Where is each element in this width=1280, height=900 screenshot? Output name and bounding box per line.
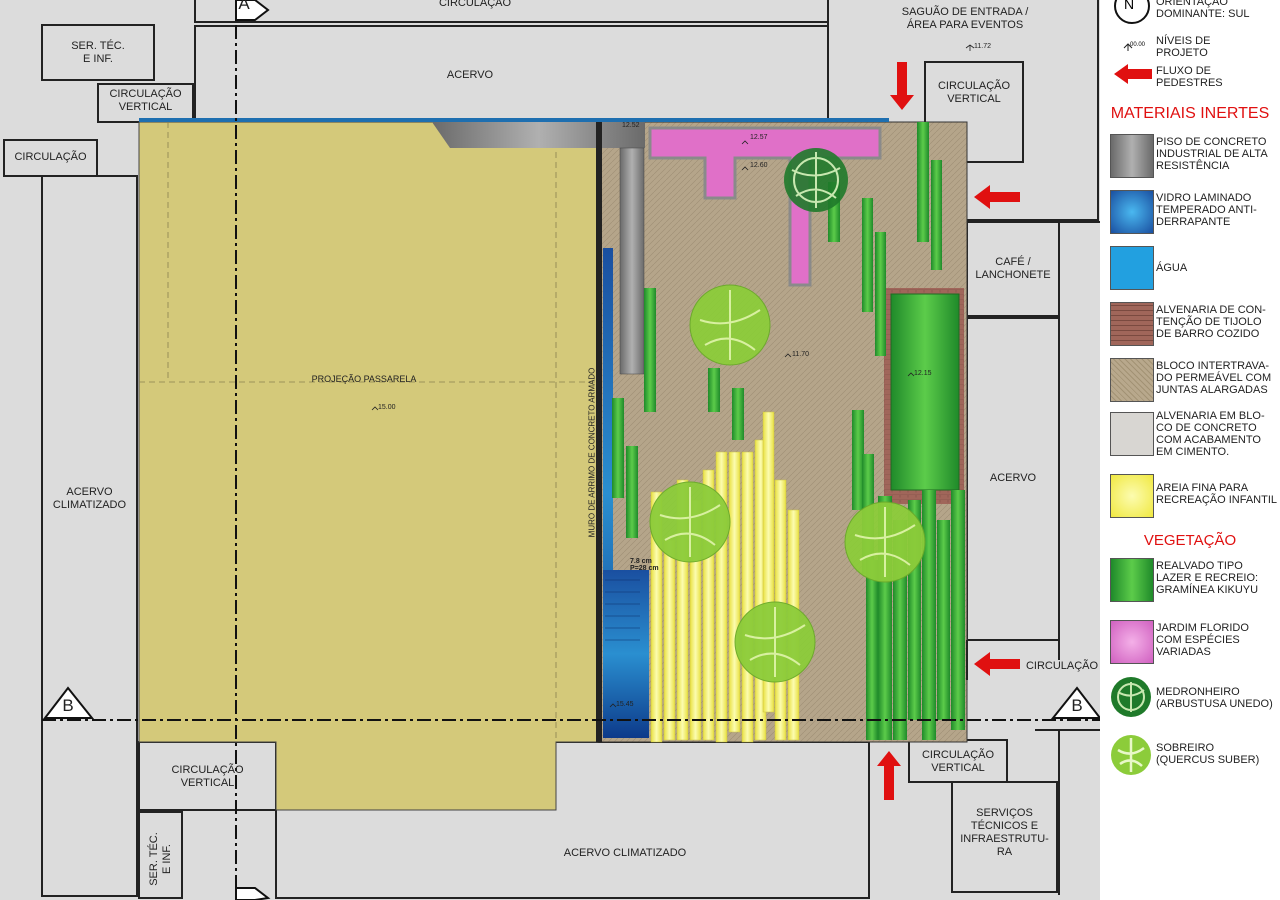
legend-materiais-title: MATERIAIS INERTES	[1110, 105, 1270, 122]
grass-bed-right	[890, 293, 960, 491]
arrow-right-lower	[974, 652, 1020, 676]
jardim-florido	[648, 126, 882, 287]
room-servicos	[951, 781, 1058, 893]
legend-fluxo: FLUXO DE PEDESTRES	[1156, 65, 1223, 89]
label-acervo-climatizado-bottom: ACERVO CLIMATIZADO	[563, 847, 687, 859]
arrow-bottom	[877, 751, 901, 800]
level-15-45: 15.45	[616, 701, 634, 708]
legend-material-label: ÁGUA	[1156, 262, 1188, 274]
legend-material-label: PISO DE CONCRETO INDUSTRIAL DE ALTA RESI…	[1156, 136, 1268, 172]
label-acervo-top: ACERVO	[446, 69, 494, 81]
label-muro: MURO DE ARRIMO DE CONCRETO ARMADO	[587, 367, 597, 538]
label-ser-tec-top: SER. TÉC. E INF.	[71, 40, 125, 65]
section-letter-b-left: B	[62, 696, 74, 715]
glass-strip-top	[139, 118, 889, 122]
medronheiro-icon	[1111, 677, 1151, 717]
north-letter: N	[1124, 0, 1135, 12]
legend-material-label: ALVENARIA EM BLO- CO DE CONCRETO COM ACA…	[1156, 410, 1265, 458]
medronheiro-tree	[784, 148, 848, 212]
legend-niveis-sample: 00.00	[1130, 42, 1146, 48]
flow-arrow-icon	[1114, 64, 1152, 84]
label-cafe: CAFÉ / LANCHONETE	[975, 256, 1051, 281]
room-cafe	[966, 221, 1060, 317]
section-letter-a: A	[238, 0, 250, 13]
room-acervo-right	[966, 317, 1060, 641]
legend-material-label: AREIA FINA PARA RECREAÇÃO INFANTIL	[1156, 482, 1278, 506]
swatch-water	[1110, 246, 1154, 290]
room-circulacao-left	[3, 139, 98, 177]
room-acervo-climatizado-left	[41, 175, 138, 897]
section-marks-b	[42, 686, 1100, 719]
label-ser-tec-bottom: SER. TÉC. E INF.	[148, 832, 173, 886]
label-circ-vertical-se: CIRCULAÇÃO VERTICAL	[921, 749, 995, 774]
swatch-grass	[1110, 558, 1154, 602]
label-circ-vertical-ne: CIRCULAÇÃO VERTICAL	[937, 80, 1011, 105]
legend-material-label: BLOCO INTERTRAVA- DO PERMEÁVEL COM JUNTA…	[1156, 360, 1272, 396]
swatch-brick	[1110, 302, 1154, 346]
legend-niveis: NÍVEIS DE PROJETO	[1156, 35, 1211, 59]
step-note: 7.8 cm P=28 cm	[630, 558, 659, 572]
legend-material-label: ALVENARIA DE CON- TENÇÃO DE TIJOLO DE BA…	[1156, 304, 1266, 340]
room-ser-tec-top	[41, 24, 155, 81]
room-ser-tec-bottom	[138, 811, 183, 899]
north-icon	[1114, 0, 1150, 24]
level-11-70: 11.70	[792, 351, 809, 358]
concrete-floor-top	[432, 122, 645, 148]
label-circulacao-right: CIRCULAÇÃO	[1025, 660, 1099, 672]
label-projecao-passarela: PROJEÇÃO PASSARELA	[311, 374, 417, 384]
legend-material-label: VIDRO LAMINADO TEMPERADO ANTI- DERRAPANT…	[1156, 192, 1257, 228]
glass-stairs	[603, 570, 649, 738]
swatch-flowers	[1110, 620, 1154, 664]
label-acervo-climatizado-left: ACERVO CLIMATIZADO	[52, 486, 127, 511]
level-12-52: 12.52	[622, 122, 640, 129]
legend-vegetation-label: SOBREIRO (QUERCUS SUBER)	[1156, 742, 1260, 766]
section-axes	[42, 0, 1100, 900]
level-12-15: 12.15	[914, 370, 932, 377]
grass-strips	[612, 122, 965, 740]
level-11-72: 11.72	[974, 43, 991, 50]
swatch-concrete	[1110, 134, 1154, 178]
swatch-glass	[1110, 190, 1154, 234]
level-12-57: 12.57	[750, 134, 768, 141]
legend-orientacao: ORIENTAÇÃO DOMINANTE: SUL	[1156, 0, 1250, 20]
room-acervo-top	[194, 25, 829, 121]
arrow-top	[890, 62, 914, 110]
legend-vegetacao-title: VEGETAÇÃO	[1143, 532, 1237, 549]
label-circulacao-top: CIRCULAÇÃO	[438, 0, 512, 9]
pedestrian-arrows	[877, 62, 1020, 800]
projecao-passarela-area	[138, 121, 599, 811]
label-circulacao-left: CIRCULAÇÃO	[14, 151, 87, 163]
legend-vegetation-label: REALVADO TIPO LAZER E RECREIO: GRAMÍNEA …	[1156, 560, 1259, 596]
floor-plan	[3, 0, 1100, 900]
swatch-paving	[1110, 358, 1154, 402]
legend-vegetation-label: JARDIM FLORIDO COM ESPÉCIES VARIADAS	[1156, 622, 1249, 658]
label-circ-vertical-nw: CIRCULAÇÃO VERTICAL	[109, 88, 182, 113]
swatch-sand	[1110, 474, 1154, 518]
label-servicos: SERVIÇOS TÉCNICOS E INFRAESTRUTU- RA	[960, 807, 1049, 858]
level-15-00: 15.00	[378, 404, 396, 411]
concrete-floor-vertical	[619, 147, 645, 375]
swatch-concrete-block	[1110, 412, 1154, 456]
arrow-right-upper	[974, 185, 1020, 209]
section-letter-b-right: B	[1071, 696, 1083, 715]
legend-panel: N ORIENTAÇÃO DOMINANTE: SUL 00.00 NÍVEIS…	[1100, 0, 1280, 900]
legend-vegetation-label: MEDRONHEIRO (ARBUSTUSA UNEDO)	[1156, 686, 1273, 710]
label-saguao: SAGUÃO DE ENTRADA / ÁREA PARA EVENTOS	[901, 6, 1029, 31]
label-circ-vertical-sw: CIRCULAÇÃO VERTICAL	[171, 764, 244, 789]
sobreiro-icon	[1111, 735, 1151, 775]
label-acervo-right: ACERVO	[989, 472, 1037, 484]
level-12-60: 12.60	[750, 162, 768, 169]
muro-arrimo-wall	[596, 122, 602, 742]
section-mark-a	[235, 0, 271, 900]
level-marker-icon	[1123, 43, 1133, 51]
glass-ramp	[603, 248, 613, 738]
